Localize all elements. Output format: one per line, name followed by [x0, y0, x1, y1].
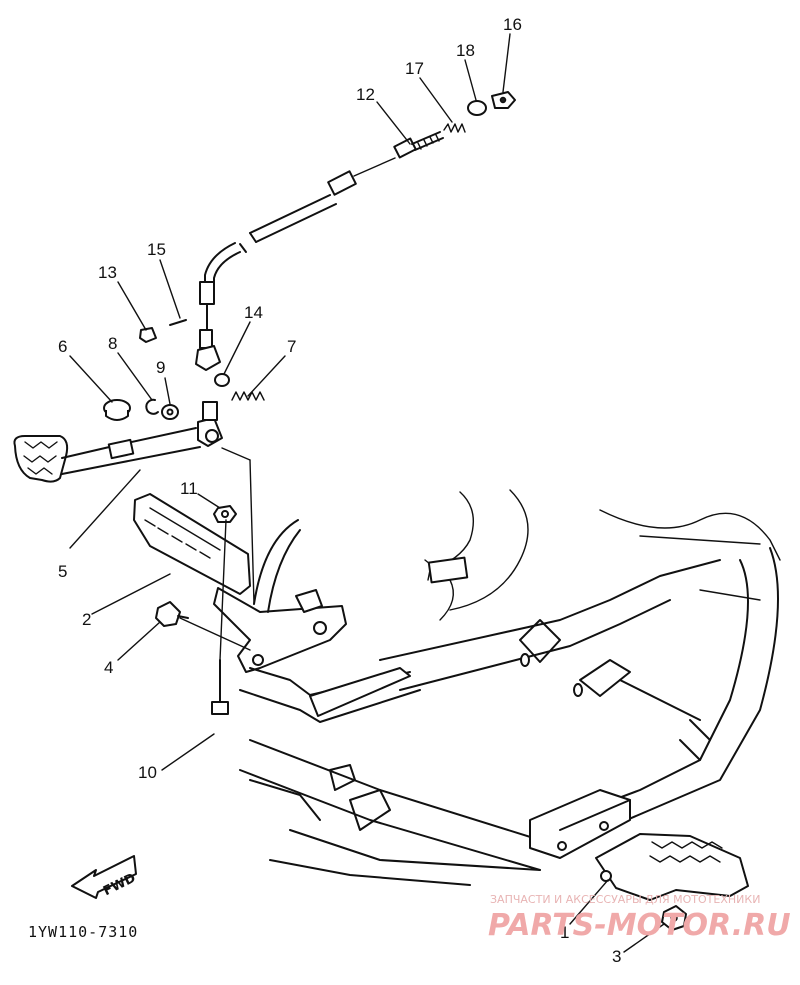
pedal-hardware — [103, 319, 265, 715]
callout-10: 10 — [138, 763, 157, 782]
callout-13: 13 — [98, 263, 117, 282]
diagram-code: 1YW110-7310 — [28, 923, 138, 941]
callout-2: 2 — [82, 610, 91, 629]
brake-cable — [199, 91, 516, 349]
callout-6: 6 — [58, 337, 67, 356]
callout-4: 4 — [104, 658, 113, 677]
callout-14: 14 — [244, 303, 263, 322]
callout-5: 5 — [58, 562, 67, 581]
callout-11: 11 — [180, 479, 198, 498]
fwd-arrow: FWD — [71, 855, 138, 899]
callout-16: 16 — [503, 15, 522, 34]
leader-lines — [69, 33, 665, 953]
callout-numbers: 16 18 17 12 15 13 14 7 8 9 6 5 11 2 4 10… — [58, 15, 621, 966]
frame — [239, 489, 781, 886]
watermark-brand: PARTS-MOTOR.RU — [488, 908, 791, 943]
brake-pedal — [13, 401, 223, 483]
right-footrest — [595, 833, 749, 931]
left-footrest — [133, 493, 347, 673]
watermark-tagline: ЗАПЧАСТИ И АКСЕССУАРЫ ДЛЯ МОТОТЕХНИКИ — [490, 893, 760, 906]
callout-3: 3 — [612, 947, 621, 966]
callout-12: 12 — [356, 85, 375, 104]
callout-18: 18 — [456, 41, 475, 60]
callout-7: 7 — [287, 337, 296, 356]
watermark: ЗАПЧАСТИ И АКСЕССУАРЫ ДЛЯ МОТОТЕХНИКИ PA… — [488, 893, 791, 943]
callout-15: 15 — [147, 240, 166, 259]
callout-8: 8 — [108, 334, 117, 353]
callout-1: 1 — [560, 923, 569, 942]
callout-17: 17 — [405, 59, 424, 78]
callout-9: 9 — [156, 358, 165, 377]
